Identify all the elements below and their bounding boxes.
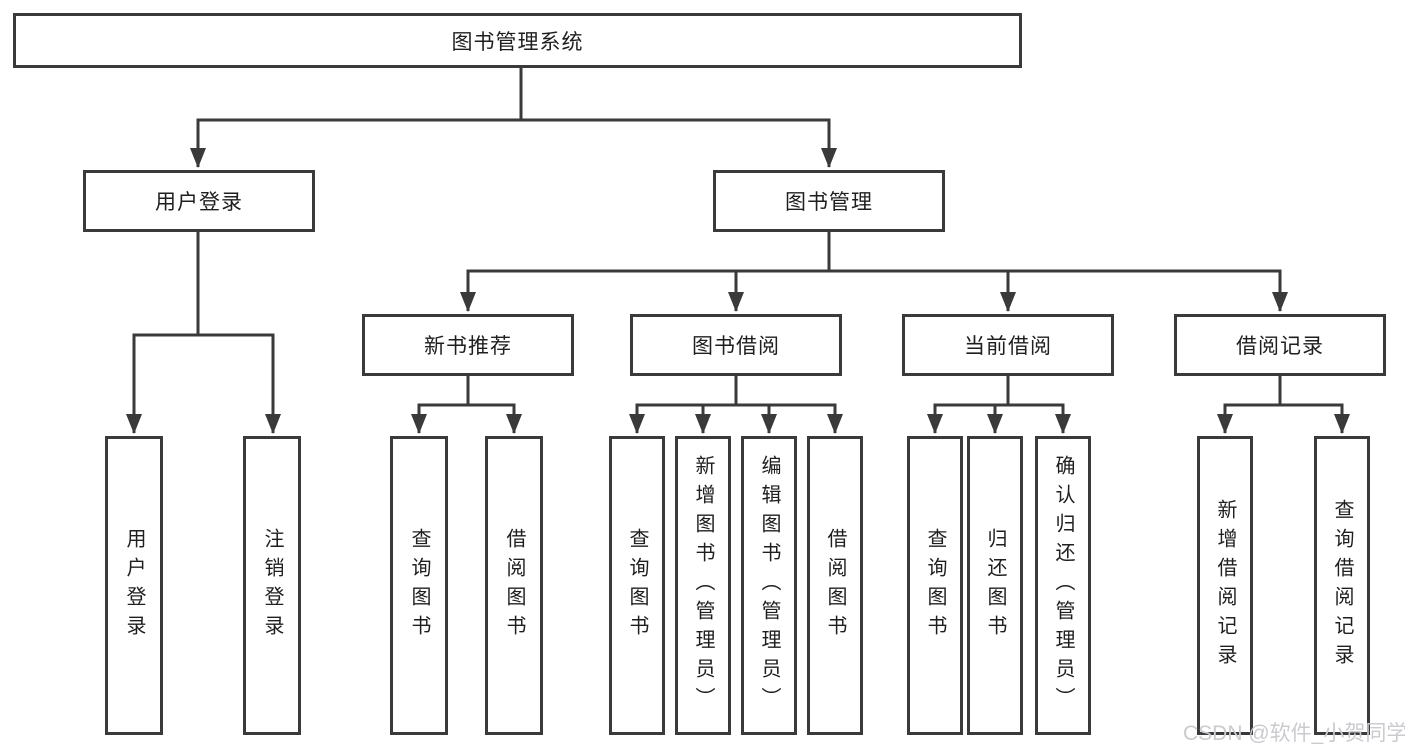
leaf-user-login-label: 用户登录 (123, 527, 145, 644)
leaf-recommend-borrow-books-label: 借阅图书 (503, 527, 525, 644)
leaf-records-query-label: 查询借阅记录 (1331, 498, 1353, 673)
watermark-text: CSDN @软件_小贺同学 (1183, 722, 1405, 745)
node-book-borrow: 图书借阅 (630, 314, 842, 376)
node-book-management-label: 图书管理 (785, 191, 873, 214)
leaf-recommend-query-books: 查询图书 (390, 436, 448, 735)
node-user-login-label: 用户登录 (155, 191, 243, 214)
node-new-book-recommend-label: 新书推荐 (424, 335, 512, 358)
leaf-records-add-label: 新增借阅记录 (1214, 498, 1236, 673)
connector-current-bus (933, 374, 1065, 407)
node-borrow-records-label: 借阅记录 (1236, 335, 1324, 358)
node-current-borrow: 当前借阅 (902, 314, 1114, 376)
leaf-borrow-borrow-books-label: 借阅图书 (824, 527, 846, 644)
connector-records-bus (1223, 373, 1344, 407)
leaf-borrow-query-books: 查询图书 (609, 436, 665, 735)
leaf-logout-label: 注销登录 (261, 527, 283, 644)
node-root: 图书管理系统 (13, 13, 1022, 68)
node-borrow-records: 借阅记录 (1174, 314, 1386, 376)
leaf-current-return-books: 归还图书 (967, 436, 1023, 735)
leaf-borrow-query-books-label: 查询图书 (626, 527, 648, 644)
leaf-borrow-borrow-books: 借阅图书 (807, 436, 863, 735)
leaf-logout: 注销登录 (243, 436, 301, 735)
leaf-recommend-query-books-label: 查询图书 (408, 527, 430, 644)
leaf-recommend-borrow-books: 借阅图书 (485, 436, 543, 735)
node-book-management: 图书管理 (713, 170, 945, 232)
connector-book-management-bus (466, 230, 1282, 273)
leaf-borrow-add-books: 新增图书（管理员） (675, 436, 731, 735)
node-book-borrow-label: 图书借阅 (692, 335, 780, 358)
leaf-records-add: 新增借阅记录 (1197, 436, 1253, 735)
leaf-borrow-add-books-label: 新增图书（管理员） (692, 455, 714, 716)
leaf-user-login: 用户登录 (105, 436, 163, 735)
node-user-login: 用户登录 (83, 170, 315, 232)
leaf-current-confirm-return-label: 确认归还（管理员） (1052, 455, 1074, 716)
leaf-current-return-books-label: 归还图书 (984, 527, 1006, 644)
leaf-current-query-books: 查询图书 (907, 436, 963, 735)
leaf-borrow-edit-books-label: 编辑图书（管理员） (758, 455, 780, 716)
connector-root-bus (196, 66, 831, 122)
node-current-borrow-label: 当前借阅 (964, 335, 1052, 358)
node-new-book-recommend: 新书推荐 (362, 314, 574, 376)
node-root-label: 图书管理系统 (451, 30, 584, 54)
connector-user-login-bus (132, 230, 275, 337)
leaf-records-query: 查询借阅记录 (1314, 436, 1370, 735)
leaf-current-query-books-label: 查询图书 (924, 527, 946, 644)
leaf-current-confirm-return: 确认归还（管理员） (1035, 436, 1091, 735)
connector-borrow-bus (635, 374, 837, 407)
connector-recommend-bus (417, 374, 516, 407)
leaf-borrow-edit-books: 编辑图书（管理员） (741, 436, 797, 735)
